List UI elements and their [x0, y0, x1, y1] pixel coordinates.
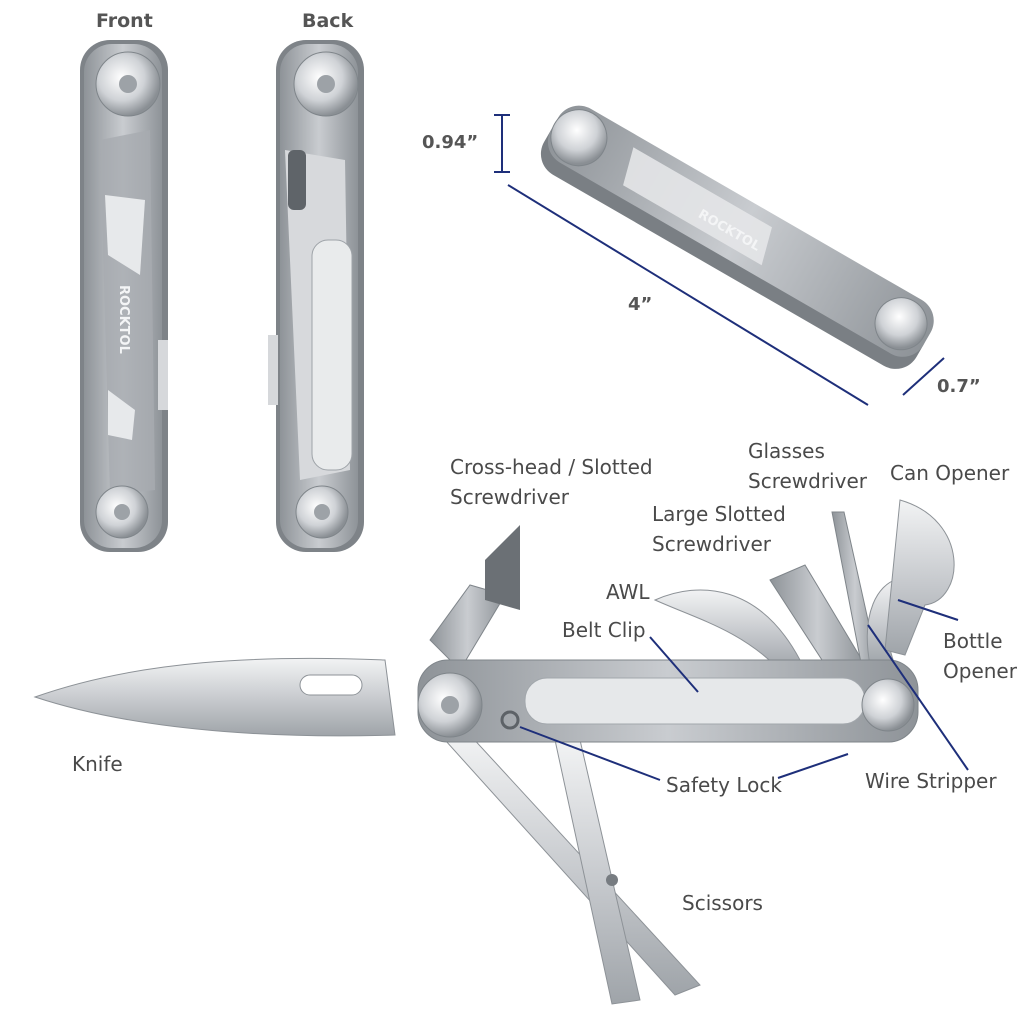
front-top-screw-head-icon	[119, 75, 137, 93]
open-tool-view	[33, 499, 969, 1005]
front-brand-text: ROCKTOL	[116, 285, 131, 354]
bottle-opener-line-1: Bottle	[943, 629, 1003, 653]
width-dimension-line	[902, 357, 945, 396]
angled-view: ROCKTOL	[494, 105, 945, 406]
knife-label: Knife	[72, 752, 123, 776]
front-saw-edge	[158, 340, 168, 410]
back-view	[268, 40, 364, 552]
safety-lock-label: Safety Lock	[666, 773, 782, 797]
awl-label: AWL	[606, 580, 650, 604]
glasses-line-1: Glasses	[748, 439, 825, 463]
open-pivot-screw-head-icon	[441, 696, 459, 714]
bottle-opener-line-2: Opener	[943, 659, 1017, 683]
wire-stripper-leader	[867, 624, 969, 771]
width-label: 0.7”	[937, 376, 981, 397]
large-slotted-line-1: Large Slotted	[652, 502, 786, 526]
belt-clip-leader	[649, 636, 699, 693]
open-belt-clip-plate	[524, 677, 866, 725]
knife-thumb-hole	[299, 674, 363, 696]
back-saw-edge	[268, 335, 278, 405]
bottle-opener-leader	[897, 599, 959, 621]
back-view-label: Back	[302, 10, 354, 32]
can-opener-label: Can Opener	[890, 461, 1010, 485]
back-top-screw-head-icon	[317, 75, 335, 93]
angled-cutout	[623, 147, 772, 266]
angled-top-screw-icon	[550, 109, 608, 167]
safety-lock-leader	[519, 726, 661, 781]
front-cutout-top	[105, 195, 145, 275]
glasses-line-2: Screwdriver	[748, 469, 867, 493]
belt-clip-label: Belt Clip	[562, 618, 646, 642]
back-slot	[288, 150, 306, 210]
large-slotted-line-2: Screwdriver	[652, 532, 771, 556]
cross-head-bit-icon	[485, 525, 520, 610]
angled-bottom-screw-icon	[874, 297, 928, 351]
glasses-screwdriver-label: Glasses Screwdriver	[748, 436, 867, 496]
awl-tool	[653, 589, 801, 671]
front-cutout-bottom	[108, 390, 135, 440]
thickness-label: 0.94”	[422, 132, 479, 153]
front-bottom-screw-head-icon	[114, 504, 130, 520]
length-label: 4”	[628, 294, 653, 315]
back-clip-plate	[311, 239, 353, 471]
safety-lock-icon	[500, 710, 520, 730]
cross-head-line-2: Screwdriver	[450, 485, 569, 509]
scissors-pivot-icon	[606, 874, 618, 886]
knife-blade	[33, 657, 396, 737]
length-dimension-line	[507, 184, 869, 406]
large-slotted-screwdriver-label: Large Slotted Screwdriver	[652, 499, 786, 559]
open-end-screw-icon	[861, 678, 915, 732]
cross-head-line-1: Cross-head / Slotted	[450, 455, 653, 479]
bottle-opener-label: Bottle Opener	[943, 626, 1017, 686]
wire-stripper-label: Wire Stripper	[865, 769, 997, 793]
cross-head-screwdriver-label: Cross-head / Slotted Screwdriver	[450, 452, 653, 512]
safety-lock-back-leader	[777, 753, 849, 779]
can-opener	[884, 499, 955, 656]
front-view-label: Front	[96, 10, 153, 32]
scissors-label: Scissors	[682, 891, 763, 915]
front-view: ROCKTOL	[80, 40, 168, 552]
back-bottom-screw-head-icon	[314, 504, 330, 520]
